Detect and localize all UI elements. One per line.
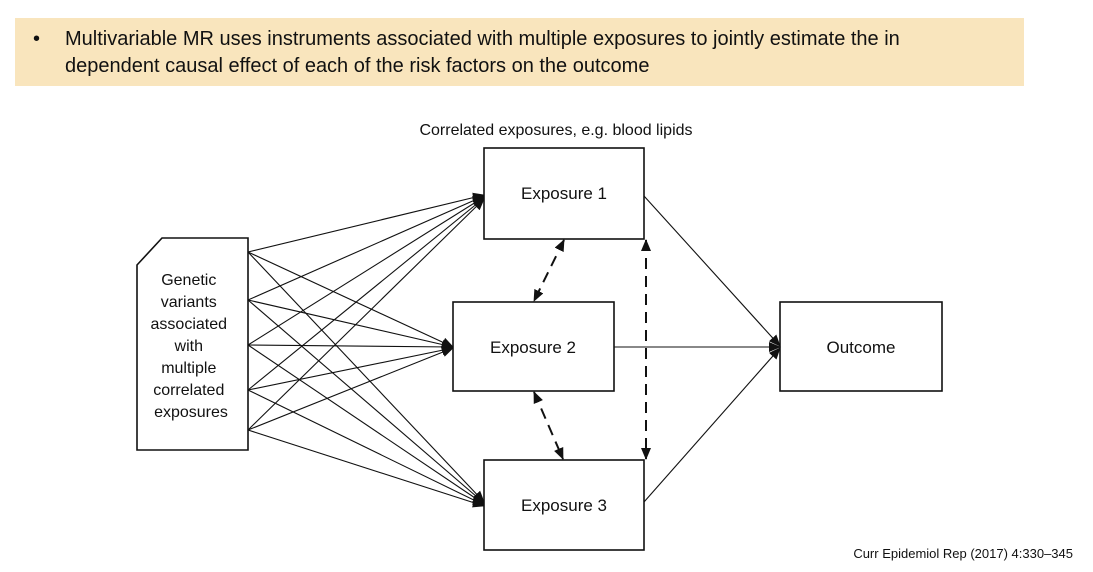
instrument-arrow xyxy=(247,299,454,350)
exposure-2-label: Exposure 2 xyxy=(490,338,576,357)
instrument-arrow xyxy=(247,345,454,391)
instrument-arrow xyxy=(247,251,485,503)
instrument-arrow xyxy=(247,389,485,506)
bullet-text: Multivariable MR uses instruments associ… xyxy=(65,26,1010,80)
instrument-arrow xyxy=(247,347,454,431)
outcome-box xyxy=(779,301,943,392)
genetic-line-4: with xyxy=(174,338,203,355)
instrument-arrow xyxy=(247,198,485,431)
instrument-arrow xyxy=(247,192,485,253)
genetic-line-6: correlated xyxy=(153,382,224,399)
instrument-arrow xyxy=(247,341,454,352)
instrument-arrow xyxy=(247,195,485,301)
exposure-3-label: Exposure 3 xyxy=(521,496,607,515)
instrument-arrows xyxy=(247,192,485,508)
instrument-arrow xyxy=(247,196,485,346)
citation: Curr Epidemiol Rep (2017) 4:330–345 xyxy=(853,546,1073,561)
bullet-point: • xyxy=(33,28,41,50)
causal-arrows xyxy=(614,195,781,503)
bullet-text-line-2: dependent causal effect of each of the r… xyxy=(65,55,650,77)
genetic-line-1: Genetic xyxy=(161,272,216,289)
exposure-2-box xyxy=(452,301,615,392)
genetic-variants-box xyxy=(136,237,249,451)
correlation-arrow-exp2-exp3 xyxy=(533,391,564,460)
exposure-1-box xyxy=(483,147,645,240)
correlation-arrow-exp1-exp2 xyxy=(533,239,565,302)
genetic-variants-label: Genetic variants associated with multipl… xyxy=(151,272,232,421)
bullet-text-line-1: Multivariable MR uses instruments associ… xyxy=(65,28,900,50)
exposure-1-to-outcome-arrow xyxy=(643,195,781,347)
exposure-3-to-outcome-arrow xyxy=(643,347,781,503)
diagram-heading: Correlated exposures, e.g. blood lipids xyxy=(419,122,692,139)
exposure-3-box xyxy=(483,459,645,551)
instrument-arrow xyxy=(247,251,454,348)
outcome-label: Outcome xyxy=(827,338,896,357)
bullet-banner: • Multivariable MR uses instruments asso… xyxy=(15,18,1024,86)
instrument-arrow xyxy=(247,197,485,391)
instrument-arrow xyxy=(247,344,485,505)
instrument-arrow xyxy=(247,299,485,504)
genetic-line-3: associated xyxy=(151,316,228,333)
exposure-1-label: Exposure 1 xyxy=(521,184,607,203)
instrument-arrow xyxy=(247,429,485,508)
genetic-line-2: variants xyxy=(161,294,217,311)
correlation-arrows xyxy=(533,239,651,460)
genetic-line-5: multiple xyxy=(161,360,216,377)
genetic-line-7: exposures xyxy=(154,404,228,421)
